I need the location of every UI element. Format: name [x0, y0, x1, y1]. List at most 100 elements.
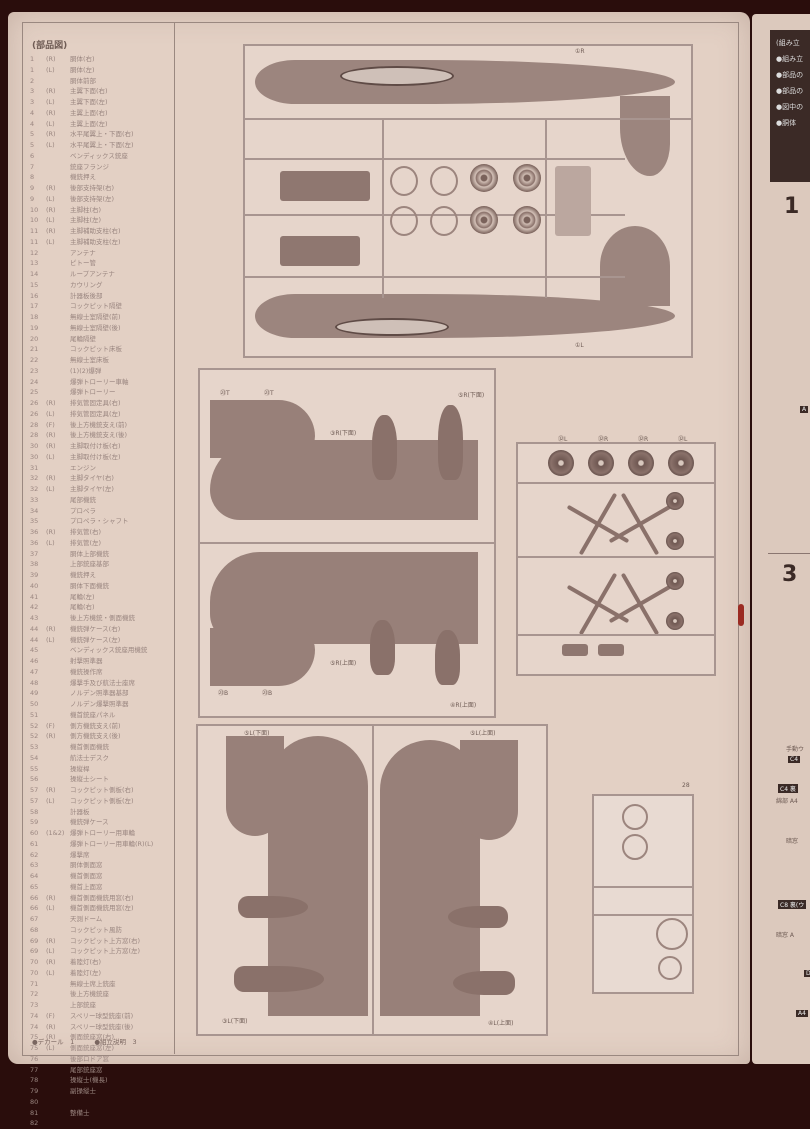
parts-list-title: (部品図) [32, 41, 68, 51]
sprue-runner [545, 118, 547, 298]
part-no: 66 [30, 893, 39, 902]
sprue-runner [245, 118, 691, 120]
part-no: 65 [30, 882, 39, 891]
part-name: 尾輪(右) [70, 603, 95, 612]
part-side [46, 269, 70, 280]
part-side [46, 871, 70, 882]
part-name: 上部銃座基部 [70, 560, 109, 569]
part-no: 8 [30, 173, 35, 182]
part-no: 47 [30, 667, 39, 676]
part-side: (F) [46, 1011, 55, 1020]
part-name: プロペラ・シャフト [70, 517, 129, 526]
part-no: 70 [30, 968, 39, 977]
radial-engine [513, 164, 541, 192]
part-no: 68 [30, 925, 39, 934]
part-name: 主脚タイヤ(左) [70, 485, 114, 493]
part-name: 爆弾トローリー [70, 388, 116, 397]
part-name: 側方機銃支え(前) [70, 721, 121, 730]
part-name: 爆撃席 [70, 850, 90, 859]
sprue-runner [372, 726, 374, 1034]
part-side [46, 613, 70, 624]
parts-list-item: 74(R)スペリー球型銃座(後) [30, 1022, 170, 1033]
parts-list-item: 82 [30, 1118, 170, 1129]
part-side [46, 592, 70, 603]
part-label: ⑤R(上面) [330, 660, 357, 667]
part-side: (R) [46, 624, 56, 633]
part-side [46, 742, 70, 753]
part-name: 尾輪(左) [70, 592, 95, 601]
parts-list-item: 3(R)主翼下面(右) [30, 86, 170, 97]
part-side: (L) [46, 409, 55, 418]
part-name: 操縦士(機長) [70, 1076, 108, 1085]
part-no: 61 [30, 839, 39, 848]
page-frame [22, 22, 739, 1056]
parts-list-item: 5(R)水平尾翼上・下面(右) [30, 129, 170, 140]
part-side [46, 570, 70, 581]
parts-list-item: 57(R)コックピット側板(右) [30, 785, 170, 796]
cowling-ring [430, 166, 458, 196]
part-name: 後部ロドア窓 [70, 1054, 109, 1063]
propeller-blade [608, 504, 672, 544]
part-no: 7 [30, 162, 35, 171]
part-side [46, 914, 70, 925]
part-no: 59 [30, 818, 39, 827]
parts-list-item: 9(R)後部支持架(右) [30, 183, 170, 194]
part-no: 16 [30, 291, 39, 300]
part-side: (L) [46, 119, 55, 128]
part-name: コックピット上方窓(右) [70, 936, 141, 945]
part-name: 胴体(右) [70, 55, 95, 63]
part-name: スペリー球型銃座(前) [70, 1011, 134, 1020]
tail-wheel [666, 572, 684, 590]
part-side [46, 172, 70, 183]
part-side: (R) [46, 399, 56, 407]
part-side [46, 323, 70, 334]
part-name: 機首銃座パネル [70, 710, 116, 719]
part-label: ㉜R [598, 436, 609, 443]
paper-stain [738, 604, 744, 626]
parts-list-item: 4(L)主翼上面(左) [30, 119, 170, 130]
part-side: (L) [46, 796, 55, 805]
part-side [46, 764, 70, 775]
part-label: ①L [575, 342, 584, 349]
note-text: 手動ウ [786, 746, 805, 753]
part-label: ④R(上面) [450, 702, 477, 709]
cockpit-side-panel [562, 644, 588, 656]
parts-list-item: 23(1)(2)爆弾 [30, 366, 170, 377]
sprue-left-wing: ③L(下面) ④L(上面) ⑤L(上面) ⑤L(下面) [196, 724, 548, 1036]
part-name: 後上方機銃支え(前) [70, 420, 128, 429]
part-side: (R) [46, 184, 56, 192]
part-no: 38 [30, 560, 39, 569]
next-page-edge [752, 14, 810, 1064]
part-side: (R) [46, 1022, 56, 1031]
part-side [46, 678, 70, 689]
part-side: (F) [46, 721, 55, 730]
part-name: ノルデン照準器基部 [70, 689, 129, 698]
part-no: 44 [30, 635, 39, 644]
part-name: 操縦士シート [70, 775, 109, 784]
part-side [46, 710, 70, 721]
part-no: 20 [30, 334, 39, 343]
part-name: 航法士デスク [70, 753, 109, 762]
part-side [46, 602, 70, 613]
engine-nacelle [448, 906, 508, 928]
part-side [46, 258, 70, 269]
parts-list-item: 1(R)胴体(右) [30, 54, 170, 65]
part-name: アンテナ [70, 248, 96, 257]
part-side: (L) [46, 216, 55, 225]
part-no: 55 [30, 764, 39, 773]
parts-list-item: 4(R)主翼上面(右) [30, 108, 170, 119]
part-name: スペリー球型銃座(後) [70, 1022, 134, 1031]
